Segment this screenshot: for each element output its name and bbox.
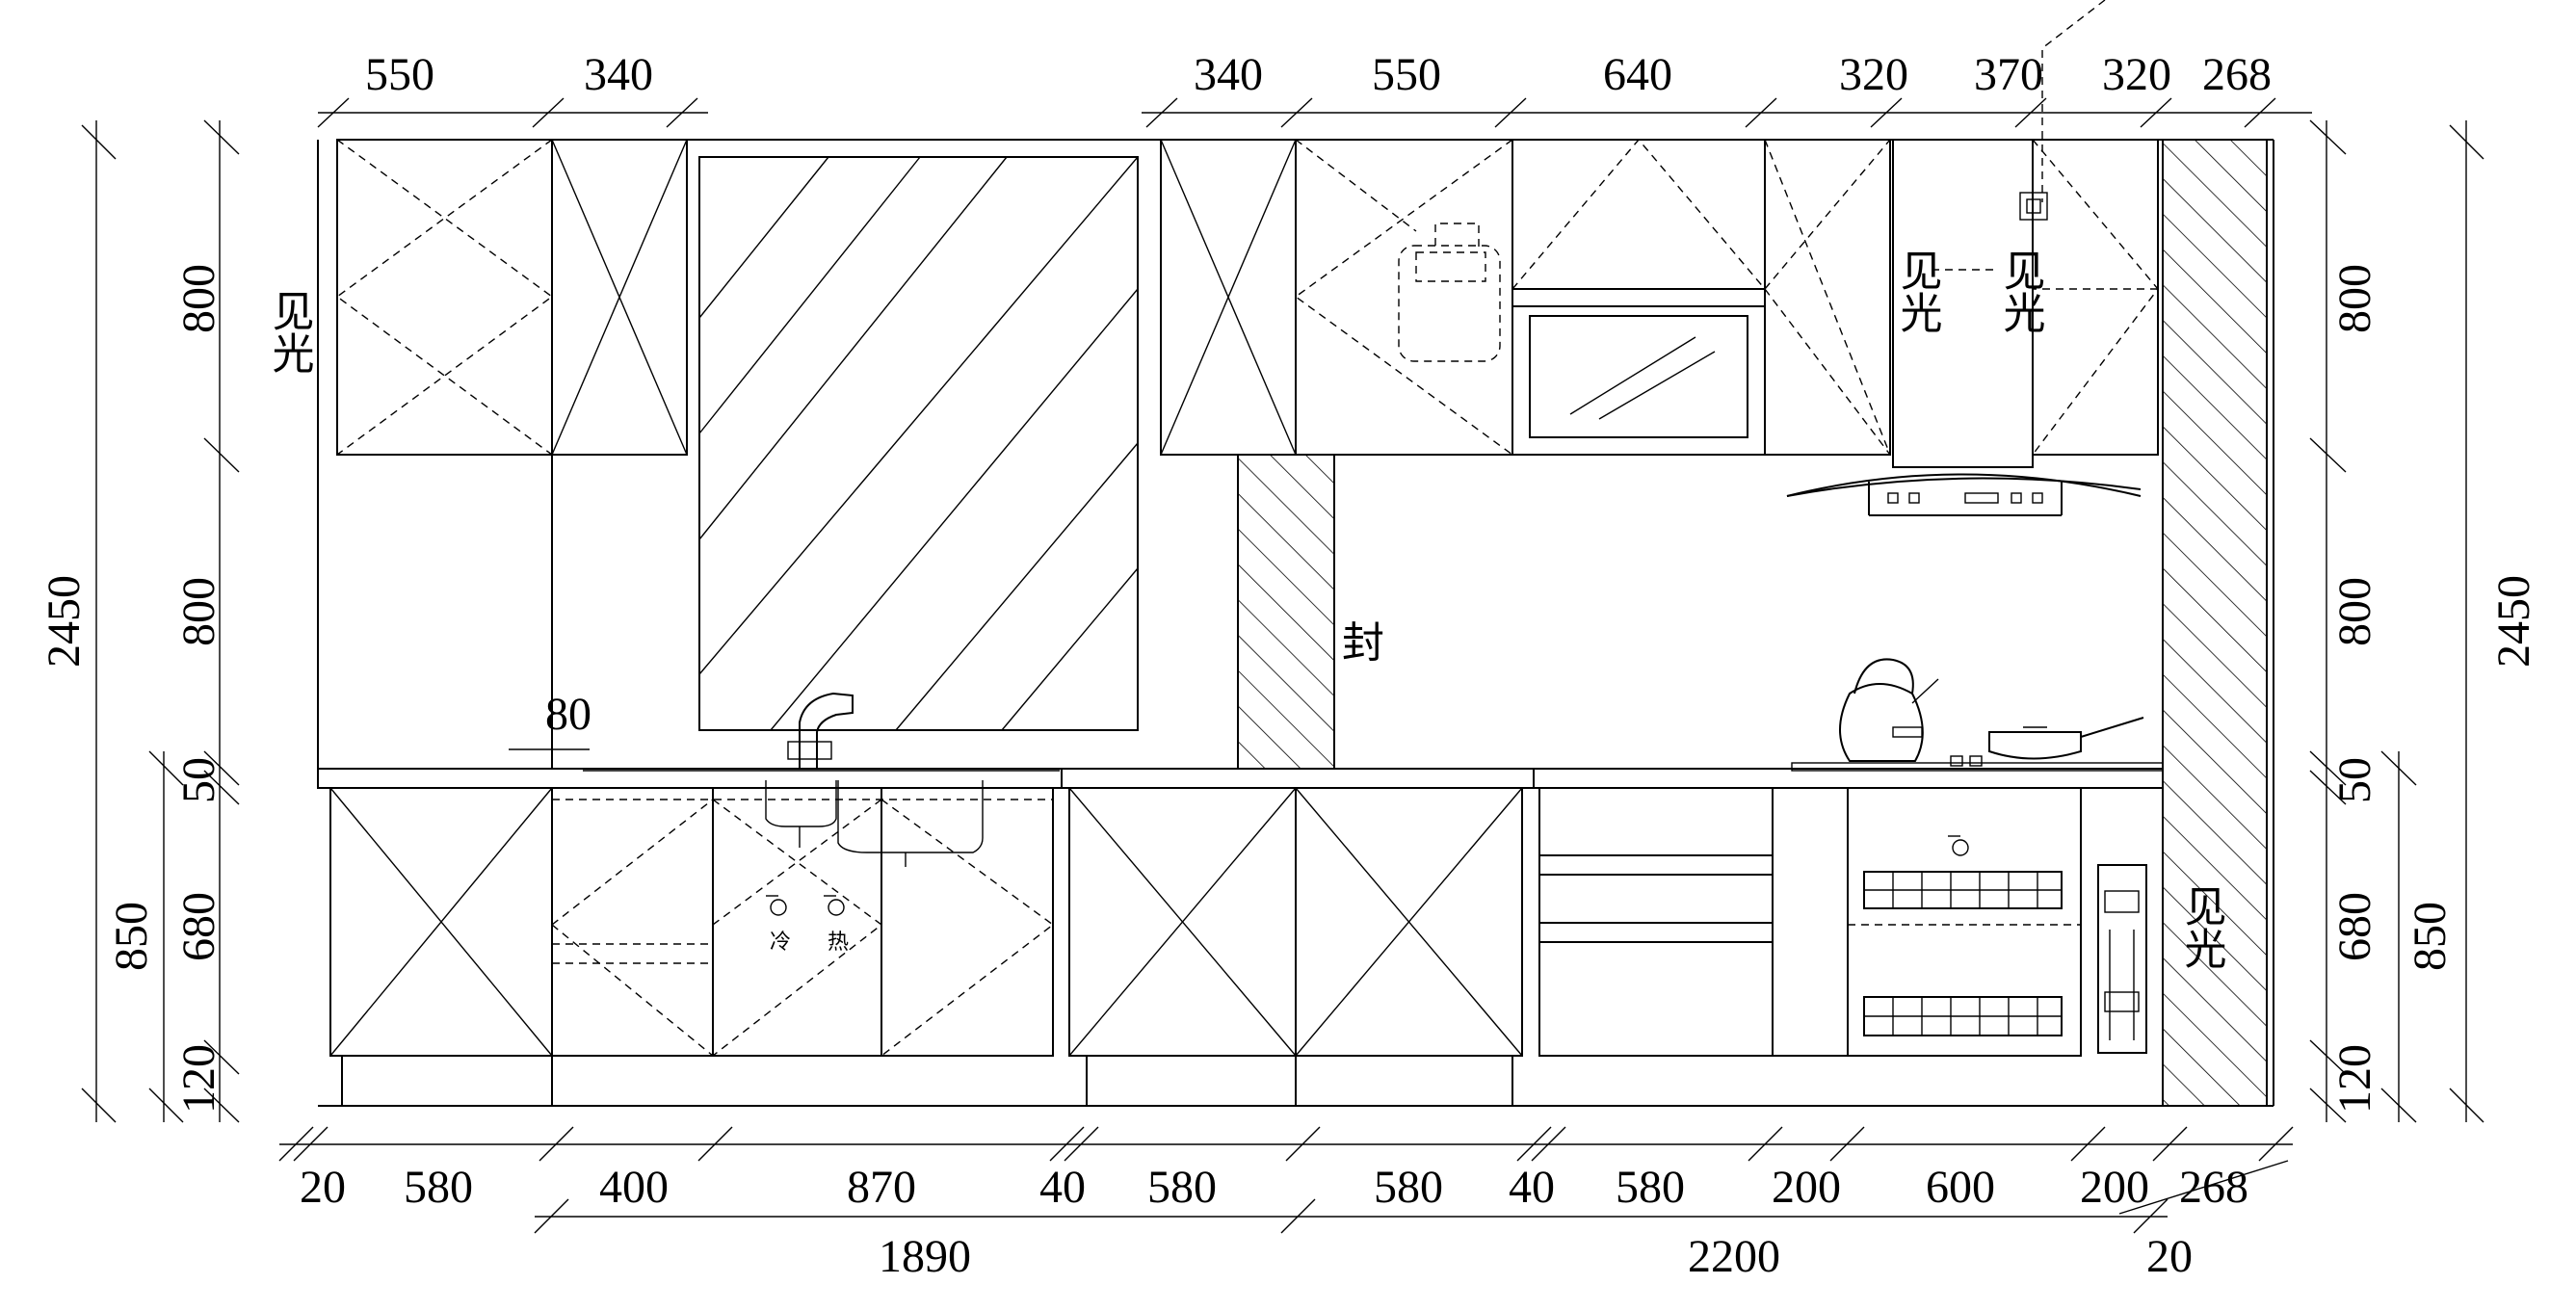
- upper-cabinet-right-d: [2032, 139, 2159, 456]
- lower-cabinet-left: [329, 787, 553, 1057]
- right-dimension-lines: [2309, 119, 2484, 1123]
- dim-bottom-400: 400: [599, 1162, 669, 1213]
- lower-cabinet-middle: [1068, 787, 1523, 1057]
- dim-left-850: 850: [106, 902, 157, 971]
- dim-sink-offset: 80: [545, 689, 591, 740]
- dim-right-50: 50: [2329, 757, 2380, 803]
- dim-right-total: 2450: [2488, 575, 2539, 668]
- dim-bottom-20: 20: [300, 1162, 346, 1213]
- dim-bottom-268: 268: [2179, 1162, 2248, 1213]
- upper-cabinet-range: [1511, 138, 1766, 456]
- plinth: [341, 1056, 1513, 1106]
- dim-left-upper-800: 800: [173, 264, 224, 333]
- upper-cabinet-right-a: [1160, 139, 1297, 456]
- dim-right-850: 850: [2405, 902, 2456, 971]
- dim-bottom-40-a: 40: [1039, 1162, 1086, 1213]
- dim-bottom-40-b: 40: [1509, 1162, 1555, 1213]
- dim-bottom-580-b: 580: [1147, 1162, 1217, 1213]
- dim-top-370: 370: [1974, 49, 2043, 100]
- dim-total-2200: 2200: [1688, 1231, 1780, 1282]
- dim-top-340-right: 340: [1194, 49, 1263, 100]
- label-hot: 热: [828, 931, 849, 955]
- drawer-cabinet: [1538, 787, 1774, 1057]
- dim-top-320-a: 320: [1839, 49, 1908, 100]
- dim-bottom-200-a: 200: [1772, 1162, 1841, 1213]
- water-heater-icon: [1398, 223, 1501, 362]
- dim-top-550-left: 550: [365, 49, 434, 100]
- dim-right-middle-800: 800: [2329, 577, 2380, 646]
- dim-bottom-580-c: 580: [1374, 1162, 1443, 1213]
- label-visible-light-1: 见光: [265, 289, 314, 374]
- label-visible-light-4: 见光: [2177, 884, 2226, 969]
- dim-top-550-right: 550: [1372, 49, 1441, 100]
- label-visible-light-2: 见光: [1893, 249, 1942, 333]
- cooktop-knobs: [1791, 755, 2164, 772]
- left-dimension-lines: [81, 119, 590, 1123]
- wall-column-left: [1237, 454, 1335, 770]
- dim-bottom-600: 600: [1926, 1162, 1995, 1213]
- label-seal: 封: [1342, 618, 1384, 668]
- dim-left-total: 2450: [39, 575, 90, 668]
- top-dimension-lines: [317, 0, 2312, 202]
- basket-cabinet: [1772, 787, 2082, 1057]
- pull-basket-upper: [1863, 871, 2063, 909]
- dim-right-680: 680: [2329, 892, 2380, 961]
- dim-left-680: 680: [173, 892, 224, 961]
- dim-bottom-200-b: 200: [2080, 1162, 2149, 1213]
- countertop: [317, 768, 2164, 789]
- label-cold: 冷: [770, 931, 791, 955]
- dim-total-20: 20: [2146, 1231, 2193, 1282]
- dim-bottom-870: 870: [847, 1162, 916, 1213]
- pull-basket-lower: [1863, 996, 2063, 1036]
- window-mirror: [698, 156, 1139, 731]
- dim-total-1890: 1890: [879, 1231, 971, 1282]
- dim-left-120: 120: [173, 1044, 224, 1114]
- upper-cabinet-left-b: [551, 139, 688, 456]
- dim-left-50: 50: [173, 757, 224, 803]
- dim-bottom-580-a: 580: [404, 1162, 473, 1213]
- valve-icons: [766, 895, 845, 916]
- wall-column-right: [2162, 139, 2268, 1107]
- dim-right-upper-800: 800: [2329, 264, 2380, 333]
- dim-right-120: 120: [2329, 1044, 2380, 1114]
- bottom-dimension-lines: [278, 1126, 2294, 1234]
- sink-cabinet: [551, 780, 1055, 1057]
- faucet-icon: [787, 692, 854, 770]
- dim-top-340-left: 340: [584, 49, 653, 100]
- dim-left-middle-800: 800: [173, 577, 224, 646]
- dim-top-268: 268: [2202, 49, 2272, 100]
- narrow-pullout-rack: [2097, 864, 2147, 1054]
- upper-cabinet-right-c: [1764, 139, 1891, 456]
- dim-top-320-b: 320: [2102, 49, 2171, 100]
- dim-top-640: 640: [1603, 49, 1672, 100]
- dim-bottom-580-d: 580: [1616, 1162, 1685, 1213]
- kettle-icon: [1839, 658, 1939, 762]
- upper-cabinet-left-a: [335, 139, 554, 456]
- pan-icon: [1988, 717, 2144, 760]
- label-visible-light-3: 见光: [1996, 249, 2045, 333]
- upper-cabinet-right-b: [1294, 139, 1513, 456]
